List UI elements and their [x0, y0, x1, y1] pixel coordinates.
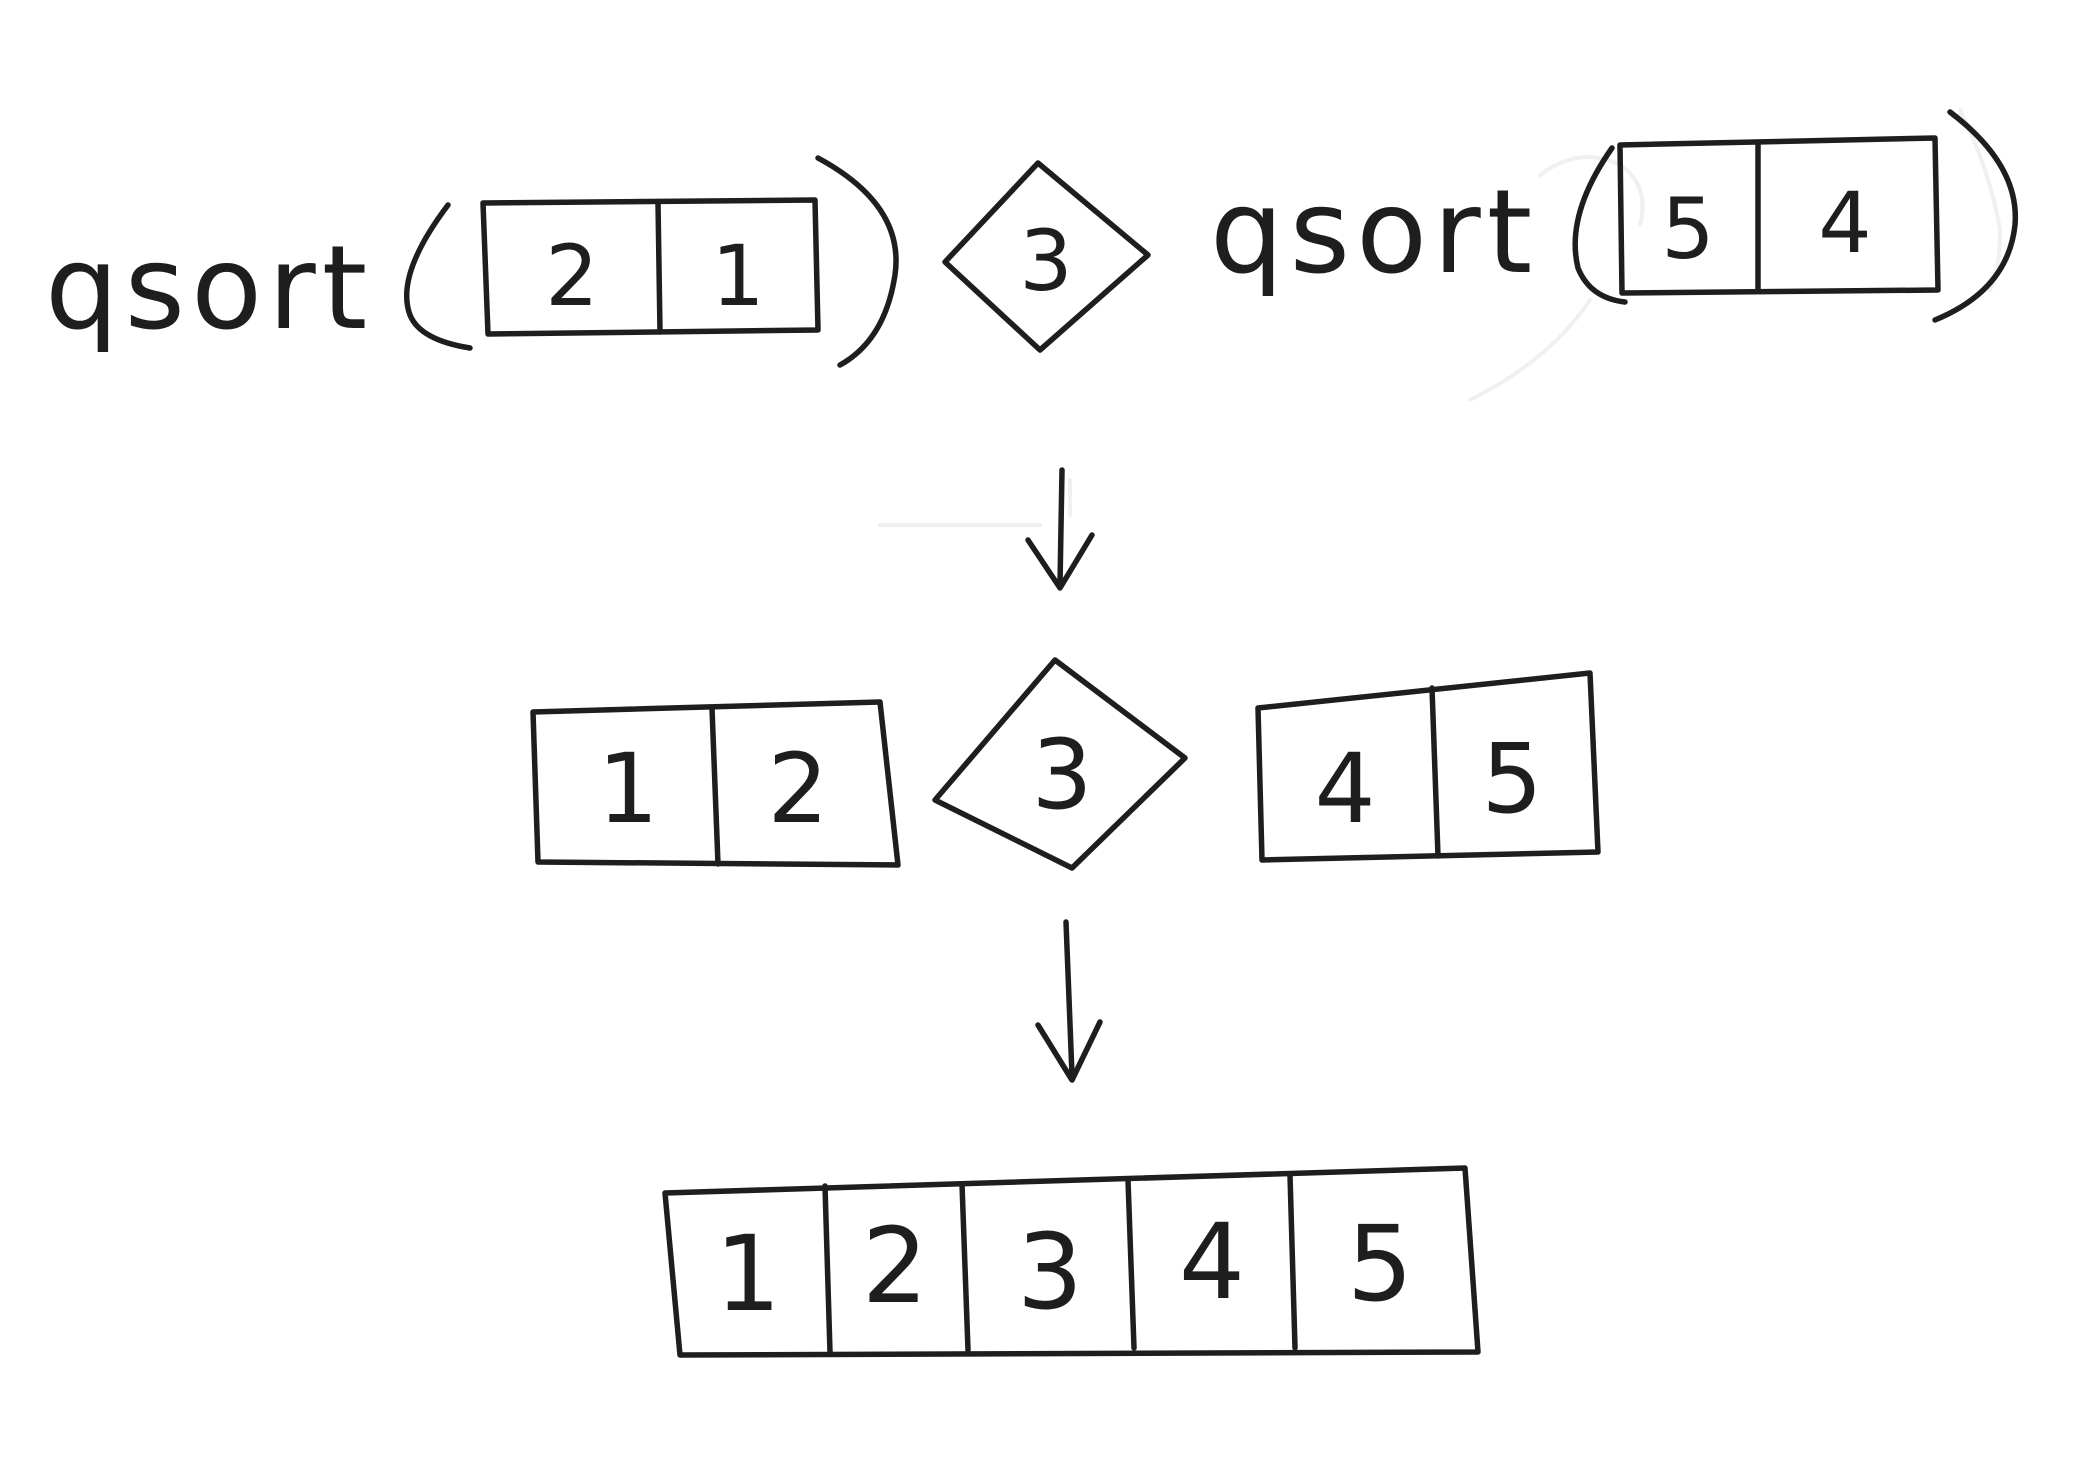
- array-frame: [662, 1165, 1481, 1358]
- array-frame: [1617, 135, 1941, 296]
- down-arrow-1: [1025, 467, 1095, 591]
- array-cell: 1: [711, 227, 764, 325]
- call-pivot-diamond: 3: [942, 160, 1151, 353]
- array-cell: 2: [767, 733, 828, 845]
- row-partial: 1 2 3 4 5: [530, 657, 1601, 871]
- cell-divider: [822, 1183, 833, 1355]
- array-cell: 5: [1481, 723, 1542, 835]
- pivot-value: 3: [1019, 212, 1072, 310]
- array-cell: 4: [1179, 1201, 1245, 1323]
- right-close-paren: [1932, 109, 2019, 323]
- partial-pivot-diamond: 3: [932, 657, 1188, 871]
- array-cell: 4: [1314, 733, 1375, 845]
- array-cell: 5: [1661, 180, 1714, 278]
- array-cell: 5: [1347, 1203, 1413, 1325]
- pivot-value: 3: [1031, 719, 1092, 831]
- array-cell: 3: [1017, 1211, 1083, 1333]
- arrow-shaft: [1063, 919, 1075, 1078]
- cell-divider: [959, 1181, 971, 1353]
- cell-divider: [1125, 1177, 1137, 1351]
- down-arrow-2: [1035, 919, 1103, 1083]
- diamond-outline: [932, 657, 1188, 871]
- result-array: 1 2 3 4 5: [662, 1165, 1481, 1358]
- arrow-shaft: [1057, 467, 1065, 588]
- arrow-head: [1025, 532, 1095, 591]
- right-open-paren: [1572, 145, 1628, 305]
- cell-divider: [1287, 1172, 1298, 1351]
- array-cell: 4: [1818, 174, 1871, 272]
- array-cell: 2: [862, 1205, 928, 1327]
- cell-divider: [1429, 685, 1441, 859]
- array-frame: [530, 699, 901, 868]
- array-frame: [480, 197, 821, 337]
- left-open-paren: [404, 202, 473, 351]
- array-frame: [1255, 670, 1601, 863]
- right-call-array: 5 4: [1617, 135, 1941, 296]
- right-qsort-label: qsort: [1210, 165, 1538, 300]
- row-call: qsort 2 1 3 qsort 5 4: [45, 109, 2019, 368]
- left-call-array: 2 1: [480, 197, 821, 337]
- partial-left-array: 1 2: [530, 699, 901, 868]
- array-cell: 1: [597, 733, 658, 845]
- diamond-outline: [942, 160, 1151, 353]
- array-cell: 2: [545, 227, 598, 325]
- arrow-head: [1035, 1019, 1103, 1083]
- cell-divider: [709, 705, 721, 867]
- left-close-paren: [815, 155, 899, 368]
- left-qsort-label: qsort: [45, 221, 373, 356]
- partial-right-array: 4 5: [1255, 670, 1601, 863]
- cell-divider: [655, 199, 663, 335]
- array-cell: 1: [715, 1213, 781, 1335]
